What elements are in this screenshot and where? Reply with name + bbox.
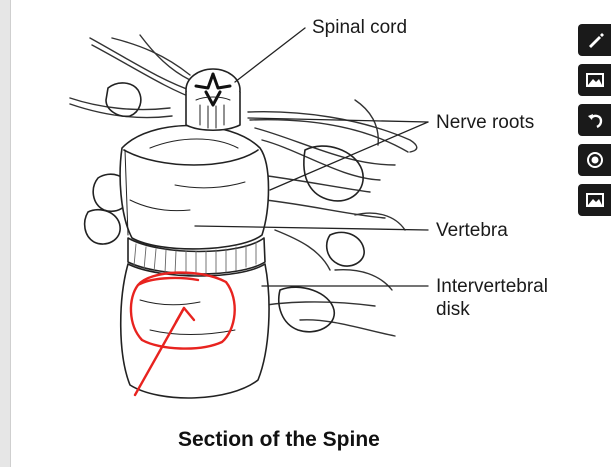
record-icon [585,150,605,170]
spinal-cord [186,69,240,130]
undo-icon [585,110,605,130]
image-icon [585,190,605,210]
background-image-button[interactable] [578,184,611,216]
figure-caption: Section of the Spine [178,428,380,452]
pen-icon [585,30,605,50]
record-button[interactable] [578,144,611,176]
pen-tool-button[interactable] [578,24,611,56]
label-spinal-cord: Spinal cord [312,17,407,39]
image-tool-button[interactable] [578,64,611,96]
label-nerve-roots: Nerve roots [436,112,534,134]
label-intervertebral: Intervertebral [436,276,548,298]
label-disk: disk [436,299,470,321]
lower-vertebra [121,264,269,398]
upper-vertebra [120,126,268,249]
image-icon [585,70,605,90]
undo-button[interactable] [578,104,611,136]
label-vertebra: Vertebra [436,220,508,242]
